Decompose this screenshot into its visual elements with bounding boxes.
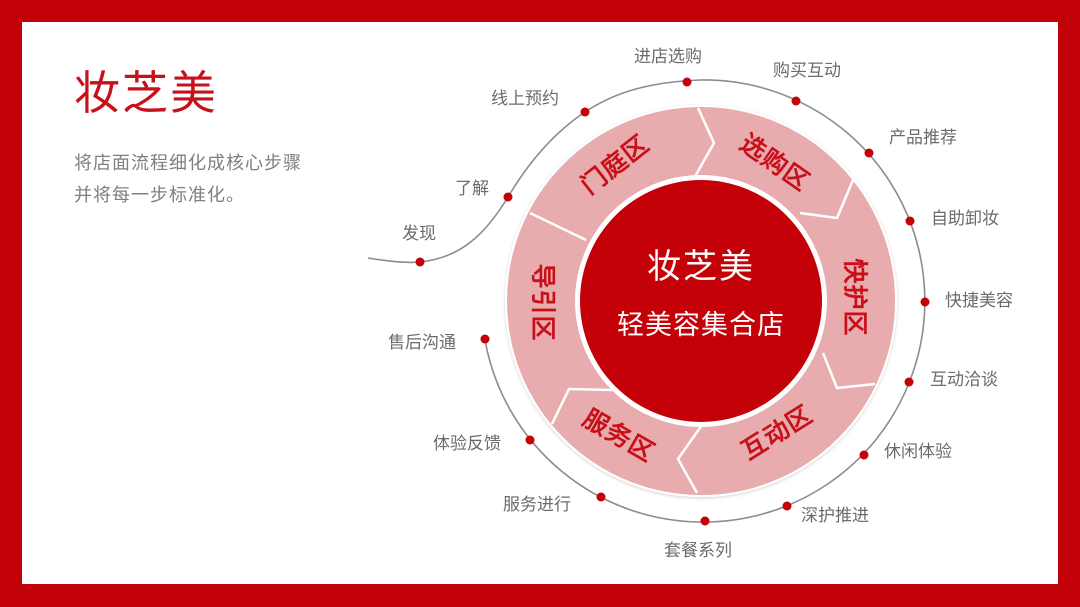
zone-label-daoyinqu: 导引区 — [528, 263, 558, 342]
step-label-tiyanfankui: 体验反馈 — [433, 434, 501, 454]
step-label-taocanxilie: 套餐系列 — [664, 541, 732, 561]
zone-separators — [529, 107, 876, 494]
step-label-zizhuxiezhuang: 自助卸妆 — [931, 209, 999, 229]
step-label-faxian: 发现 — [402, 224, 436, 244]
step-label-hudongqiatan: 互动洽谈 — [930, 370, 998, 390]
step-label-shenhutuijin: 深护推进 — [801, 506, 869, 526]
zone-label-kuaihuqu: 快护区 — [840, 258, 870, 337]
journey-path-lower — [484, 339, 706, 523]
core-circle — [580, 180, 822, 422]
brand-description: 将店面流程细化成核心步骤 并将每一步标准化。 — [74, 148, 302, 212]
step-label-jindianxuangou: 进店选购 — [634, 47, 702, 67]
step-label-fuwujinxing: 服务进行 — [503, 495, 571, 515]
brand-title: 妆芝美 — [74, 66, 218, 120]
description-line-2: 并将每一步标准化。 — [74, 185, 245, 206]
center-subtitle: 轻美容集合店 — [617, 310, 785, 341]
journey-dots — [415, 77, 930, 526]
step-label-shouhougoutong: 售后沟通 — [388, 333, 456, 353]
description-line-1: 将店面流程细化成核心步骤 — [74, 153, 302, 174]
step-label-kuaijiemeirong: 快捷美容 — [945, 291, 1013, 311]
step-label-liaojie: 了解 — [455, 179, 489, 199]
journey-path-upper — [367, 79, 926, 523]
step-label-xiuxiantiyan: 休闲体验 — [884, 442, 952, 462]
step-label-goumaihudong: 购买互动 — [773, 61, 841, 81]
step-label-xianshangyuyue: 线上预约 — [491, 89, 559, 109]
step-label-chanpintuijian: 产品推荐 — [889, 128, 957, 148]
center-title: 妆芝美 — [647, 247, 755, 287]
